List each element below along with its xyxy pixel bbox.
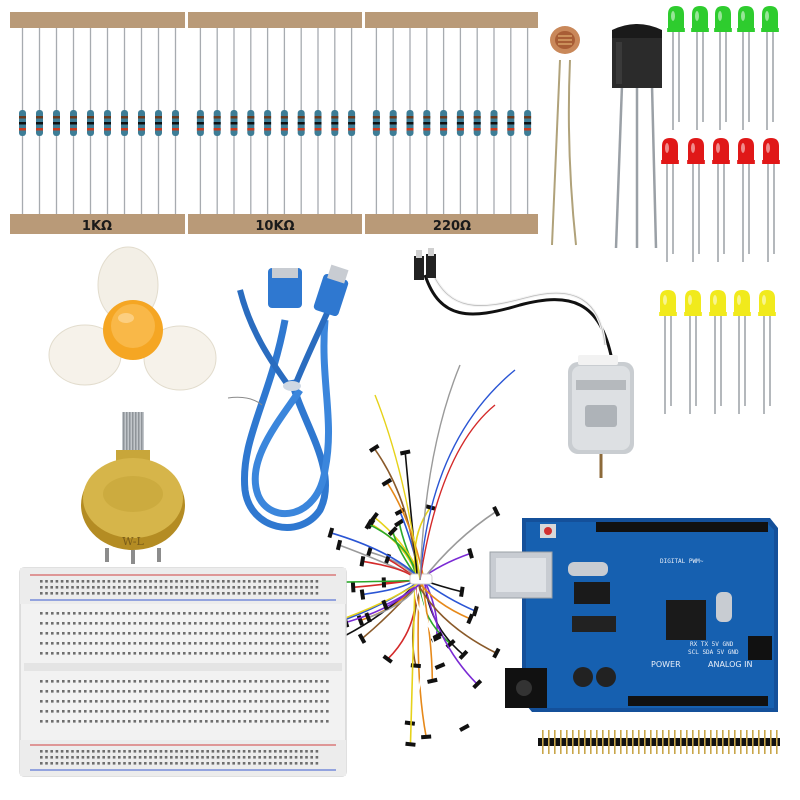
jumper-wire-long	[419, 364, 461, 581]
led	[687, 138, 705, 262]
jumper-wire	[414, 579, 443, 641]
resistor	[138, 28, 145, 214]
resistor	[280, 28, 288, 214]
resistor	[524, 28, 532, 214]
green-leds	[667, 6, 779, 130]
resistor	[121, 28, 128, 214]
resistor	[314, 28, 322, 214]
jumper-wire-long	[374, 394, 421, 581]
jumper-wire	[421, 579, 479, 617]
led	[684, 290, 702, 414]
arduino-mcu-chip	[666, 600, 706, 640]
resistor	[406, 28, 414, 214]
led	[737, 6, 755, 130]
jumper-wire	[423, 579, 483, 690]
transistor	[612, 24, 662, 249]
yellow-leds	[659, 290, 776, 414]
resistor	[490, 28, 498, 214]
resistor	[70, 28, 77, 214]
breadboard	[19, 567, 347, 777]
resistor-top-tape-2	[188, 12, 362, 28]
resistor	[53, 28, 60, 214]
resistor	[473, 28, 481, 214]
led	[714, 6, 732, 130]
pin-header	[538, 730, 780, 754]
led	[691, 6, 709, 130]
jumper-wire	[399, 449, 419, 581]
resistor-top-tape-1	[10, 12, 185, 28]
breadboard-holes	[40, 580, 329, 765]
resistor-top-tape-3	[365, 12, 538, 28]
led	[758, 290, 776, 414]
resistor	[507, 28, 515, 214]
red-leds	[661, 138, 780, 262]
resistor	[297, 28, 305, 214]
resistor	[36, 28, 43, 214]
arduino-silk-digital: DIGITAL PWM~	[660, 558, 704, 565]
resistor-bottom-tape-3	[365, 214, 538, 234]
jumper-wire	[413, 504, 436, 581]
usb-a-connector	[313, 273, 349, 317]
potentiometer: W-L	[81, 412, 185, 564]
resistor	[331, 28, 339, 214]
jumper-wire	[405, 579, 416, 747]
resistor	[172, 28, 179, 214]
led	[659, 290, 677, 414]
pin-header-pins	[542, 730, 778, 754]
jumper-wire-long	[419, 369, 516, 581]
dc-motor	[414, 248, 634, 478]
led	[667, 6, 685, 130]
resistor	[423, 28, 431, 214]
arduino-silk-txrx: RX TX 5V GND	[690, 641, 734, 648]
jumper-wire	[414, 579, 446, 670]
led	[733, 290, 751, 414]
arduino-digital-header	[596, 522, 768, 532]
jumper-wire-long	[419, 404, 496, 581]
resistor	[19, 28, 26, 214]
resistor	[196, 28, 204, 214]
resistor	[264, 28, 272, 214]
arduino-silk-scl: SCL SDA 5V GND	[688, 649, 739, 656]
resistor	[372, 28, 380, 214]
resistor-label-220: 220Ω	[433, 219, 471, 234]
jumper-wires	[327, 364, 516, 747]
arduino-silk-power: POWER	[651, 660, 681, 669]
resistor	[104, 28, 111, 214]
resistor	[213, 28, 221, 214]
resistor-bottom-tape-2	[188, 214, 362, 234]
jumper-wire	[415, 579, 501, 659]
resistor	[247, 28, 255, 214]
resistor-label-1k: 1KΩ	[82, 219, 112, 234]
resistor	[389, 28, 397, 214]
resistor-bottom-tape-1	[10, 214, 185, 234]
photoresistor	[550, 26, 580, 246]
resistor	[456, 28, 464, 214]
pot-marking: W-L	[122, 535, 144, 548]
resistor	[87, 28, 94, 214]
resistor-label-10k: 10KΩ	[255, 219, 294, 234]
usb-cable	[227, 264, 349, 531]
arduino-power-header	[628, 696, 768, 706]
led	[762, 138, 780, 262]
led	[712, 138, 730, 262]
led	[737, 138, 755, 262]
resistor	[155, 28, 162, 214]
arduino-silk-analog: ANALOG IN	[708, 660, 753, 669]
resistor	[230, 28, 238, 214]
led	[709, 290, 727, 414]
resistor	[348, 28, 356, 214]
led	[761, 6, 779, 130]
led	[661, 138, 679, 262]
arduino-uno-board: DIGITAL PWM~ POWER ANALOG IN RX TX 5V GN…	[489, 518, 778, 712]
jumper-wire	[421, 506, 501, 581]
resistor-rows	[19, 28, 532, 214]
resistor	[440, 28, 448, 214]
fan-propeller	[48, 246, 217, 391]
resistor-set: 1KΩ 10KΩ 220Ω	[10, 12, 538, 234]
